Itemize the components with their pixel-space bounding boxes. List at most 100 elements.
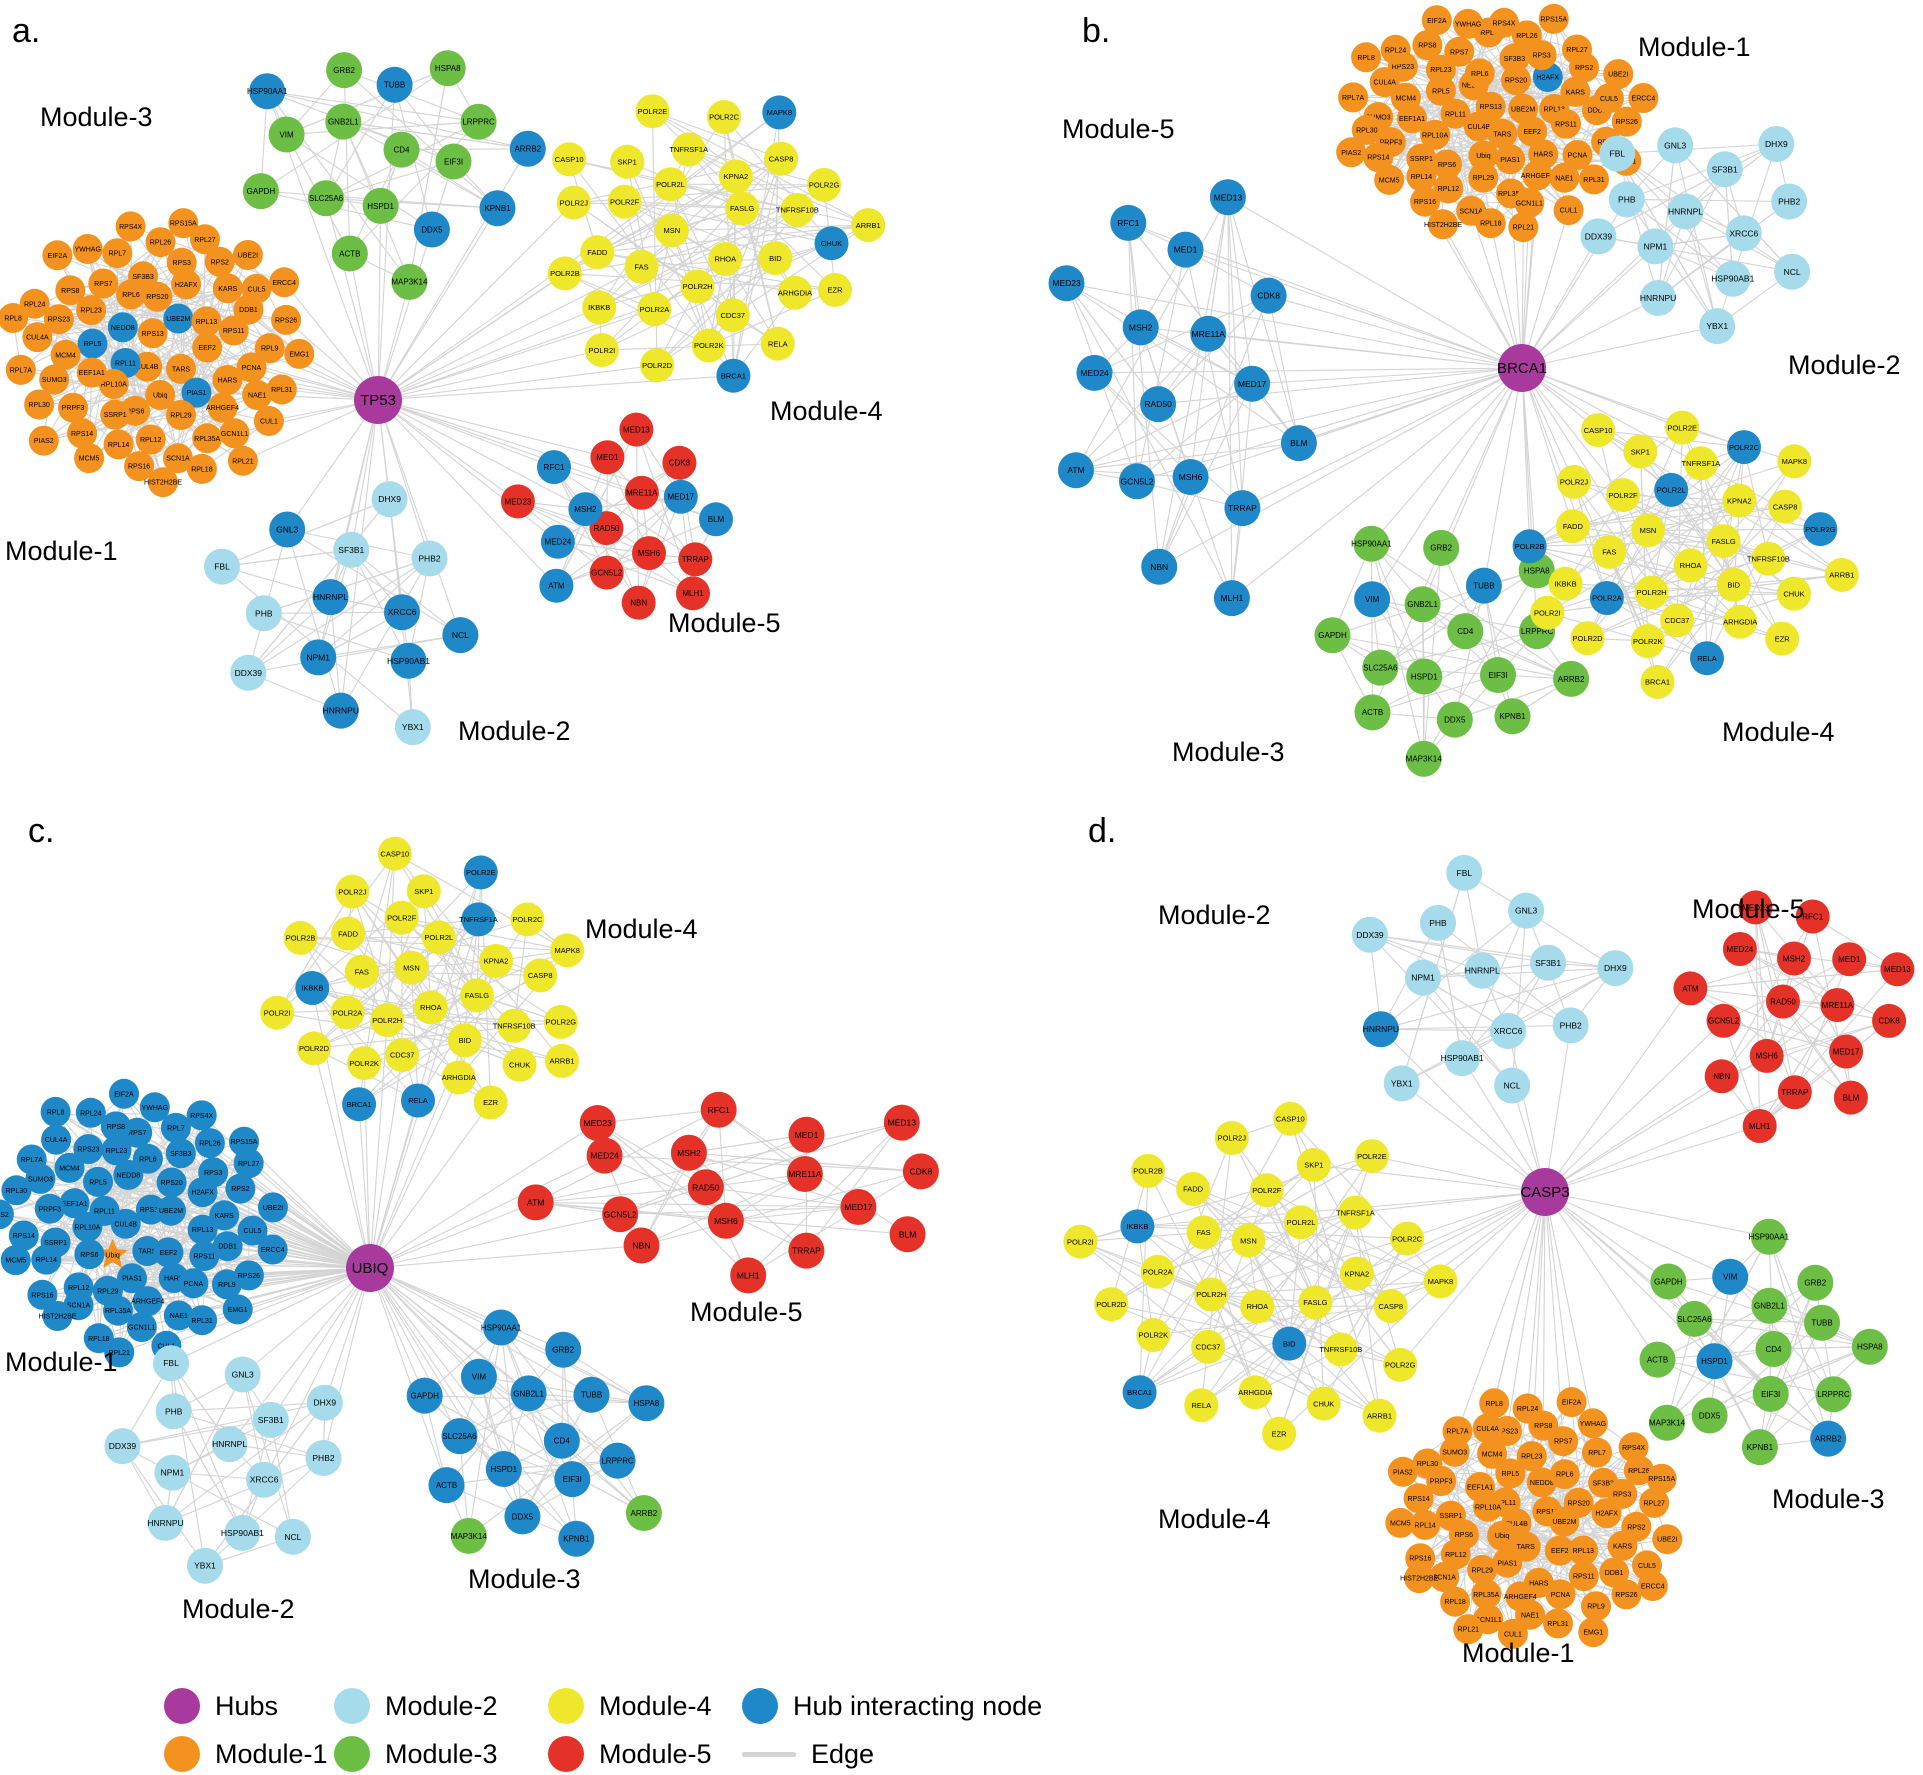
node-RFC1	[1795, 899, 1830, 934]
node-CDC37	[715, 298, 750, 333]
node-DHX9	[1597, 950, 1634, 987]
node-NBN	[623, 1227, 660, 1264]
node-label: TARS	[1517, 1544, 1535, 1551]
node-label: UBE2M	[1511, 107, 1535, 114]
node-label: EIF3I	[1761, 1390, 1780, 1399]
node-POLR2G	[1383, 1347, 1418, 1382]
node-label: RPL14	[1414, 1522, 1436, 1529]
node-label: PIAS2	[34, 438, 54, 445]
node-VIM	[460, 1358, 497, 1395]
node-label: HSP90AA1	[481, 1323, 522, 1332]
node-RPS4X	[115, 211, 146, 242]
node-label: RPL9	[1587, 1604, 1605, 1611]
node-ERCC4	[1637, 1571, 1668, 1601]
node-label: RPL24	[1385, 47, 1407, 54]
module-label: Module-2	[1788, 350, 1901, 380]
node-FADD	[331, 916, 366, 951]
node-RPL24	[19, 288, 50, 319]
node-VIM	[1712, 1258, 1749, 1295]
node-label: RPL35A	[1473, 1592, 1499, 1599]
node-POLR2G	[543, 1004, 578, 1039]
node-label: UBE2M	[159, 1208, 183, 1215]
node-MRE11A	[1820, 988, 1855, 1022]
node-label: UBE2M	[1552, 1519, 1576, 1526]
node-ERCC4	[257, 1234, 288, 1265]
node-label: POLR2K	[1633, 637, 1663, 646]
node-MSH2	[1777, 941, 1811, 976]
node-label: MED1	[1838, 955, 1861, 964]
node-label: EEF2	[160, 1250, 178, 1257]
node-label: MCM4	[1482, 1451, 1503, 1458]
node-label: ATM	[548, 582, 565, 591]
node-POLR2H	[680, 269, 715, 304]
node-TARS	[1487, 118, 1518, 149]
node-label: RPS20	[1568, 1500, 1590, 1507]
node-HSP90AA1	[1353, 525, 1390, 562]
node-label: POLR2H	[683, 282, 713, 291]
node-SF3B1	[1530, 944, 1567, 981]
node-label: POLR2J	[1560, 478, 1589, 487]
node-GCN1L1	[219, 418, 250, 449]
node-label: NPM1	[1644, 242, 1668, 252]
node-PHB	[1608, 181, 1645, 218]
node-label: SCN1A	[67, 1303, 91, 1310]
node-ARRB2	[625, 1495, 662, 1531]
node-label: SF3B3	[1592, 1480, 1614, 1487]
node-label: TNFRSF10B	[493, 1022, 536, 1031]
node-label: GCN5L2	[604, 1209, 637, 1219]
node-label: DDX5	[512, 1512, 534, 1521]
node-label: RPL9	[218, 1282, 236, 1289]
node-label: RPL7	[1480, 30, 1498, 37]
node-label: HSPD1	[1701, 1357, 1728, 1366]
node-label: TARS	[172, 366, 190, 373]
node-BID	[447, 1023, 482, 1058]
node-CDC37	[1660, 603, 1695, 638]
node-label: YBX1	[1391, 1079, 1413, 1089]
module-label: Module-5	[1062, 114, 1175, 144]
node-label: RPS3	[204, 1170, 222, 1177]
node-label: LRPPRC	[1817, 1390, 1850, 1399]
node-PCNA	[1545, 1579, 1576, 1610]
node-EEF2	[1544, 1535, 1575, 1566]
node-label: PRPF3	[1380, 140, 1403, 147]
node-PHB	[245, 595, 282, 632]
node-SSRP1	[100, 399, 131, 430]
node-DDX39	[1351, 916, 1388, 953]
node-label: HIST2H2BE	[144, 480, 182, 487]
node-label: GNB2L1	[1754, 1302, 1785, 1311]
node-PCNA	[236, 352, 267, 383]
node-label: MCM5	[79, 456, 100, 463]
node-HARS	[212, 365, 243, 395]
node-label: TARS	[1493, 131, 1511, 138]
node-label: HARS	[164, 1276, 184, 1283]
module-label: Module-1	[1638, 32, 1751, 62]
node-label: RELA	[768, 339, 788, 348]
node-Ubiq	[1468, 140, 1499, 171]
node-MED13	[1209, 179, 1246, 216]
node-label: EMG1	[228, 1307, 248, 1314]
node-HNRNPL	[211, 1426, 248, 1463]
node-LRPPRC	[599, 1442, 636, 1479]
node-label: POLR2I	[1534, 609, 1561, 618]
node-YBX1	[394, 709, 431, 746]
node-label: NCL	[1784, 267, 1801, 277]
node-KPNB1	[558, 1520, 595, 1557]
node-label: MSH6	[638, 549, 661, 558]
node-RPL9	[254, 333, 285, 364]
node-HIST2H2BE	[1404, 1563, 1435, 1594]
node-label: RPL6	[1471, 71, 1489, 78]
node-RPL13	[1568, 1535, 1599, 1566]
node-label: KARS	[1566, 89, 1585, 96]
node-label: RPS2	[231, 1186, 249, 1193]
module-label: Module-4	[770, 396, 883, 426]
node-HNRNPU	[1640, 280, 1677, 316]
node-HSPD1	[1406, 658, 1443, 695]
node-label: RPS23	[1392, 64, 1414, 71]
node-SCN1A	[1429, 1562, 1460, 1593]
node-HSP90AA1	[483, 1309, 520, 1346]
node-IKBKB	[295, 971, 330, 1005]
node-label: FASLG	[1303, 1298, 1327, 1307]
node-RPS26	[1611, 1579, 1642, 1610]
node-ARRB2	[1810, 1420, 1847, 1457]
node-EIF3I	[1752, 1375, 1789, 1412]
